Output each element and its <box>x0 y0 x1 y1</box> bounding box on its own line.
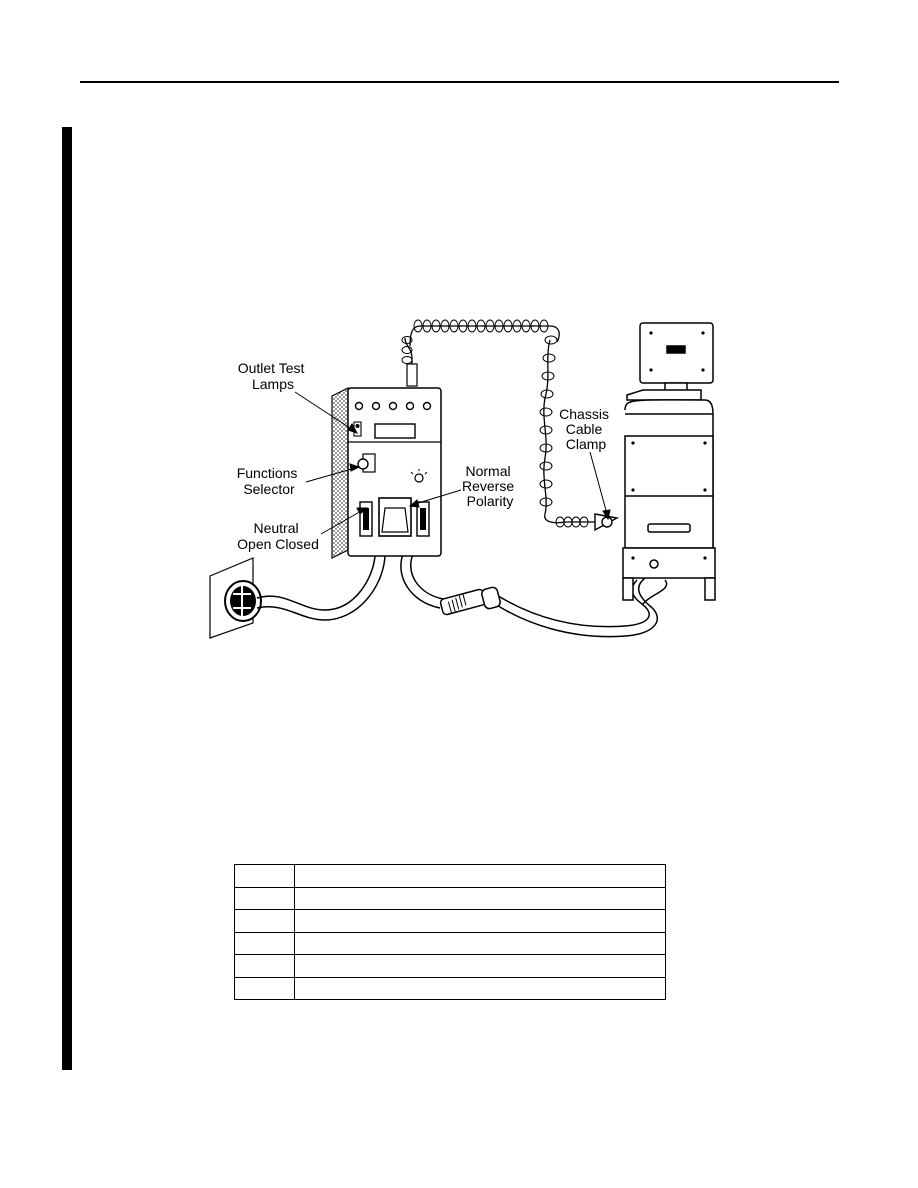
table-row <box>234 931 666 955</box>
leakage-tester <box>331 387 442 559</box>
table-cell <box>294 976 666 1000</box>
table-cell <box>294 931 666 955</box>
table-row <box>234 909 666 933</box>
callout-functions-selector: Functions Selector <box>237 465 302 497</box>
table-cell <box>294 886 666 910</box>
table-cell <box>234 909 295 933</box>
cable-plug <box>406 363 418 387</box>
table-row <box>234 954 666 978</box>
callout-neutral: Neutral Open Closed <box>237 520 319 552</box>
table-cell <box>294 864 666 888</box>
table-row <box>234 886 666 910</box>
ultrasound-cart <box>622 322 716 605</box>
record-table <box>234 864 666 1000</box>
callout-chassis-clamp: Chassis Cable Clamp <box>559 406 613 452</box>
cable-connector <box>439 586 501 616</box>
table-row <box>234 864 666 888</box>
tester-power-cord <box>256 555 386 621</box>
coil-loops <box>401 319 589 528</box>
callout-polarity: Normal Reverse Polarity <box>462 463 518 509</box>
test-cable <box>400 553 659 638</box>
table-cell <box>234 954 295 978</box>
callout-outlet-test-lamps: Outlet Test Lamps <box>238 360 309 392</box>
header-rule <box>80 81 839 83</box>
table-cell <box>234 864 295 888</box>
change-bar <box>62 127 72 1070</box>
table-cell <box>294 909 666 933</box>
table-cell <box>294 954 666 978</box>
table-row <box>234 976 666 1000</box>
table-cell <box>234 931 295 955</box>
table-cell <box>234 976 295 1000</box>
table-cell <box>234 886 295 910</box>
wall-outlet <box>209 557 262 639</box>
cart-screws <box>631 331 707 560</box>
callout-leaders <box>294 391 611 535</box>
leakage-test-figure: Outlet Test Lamps Functions Selector Neu… <box>205 318 725 644</box>
